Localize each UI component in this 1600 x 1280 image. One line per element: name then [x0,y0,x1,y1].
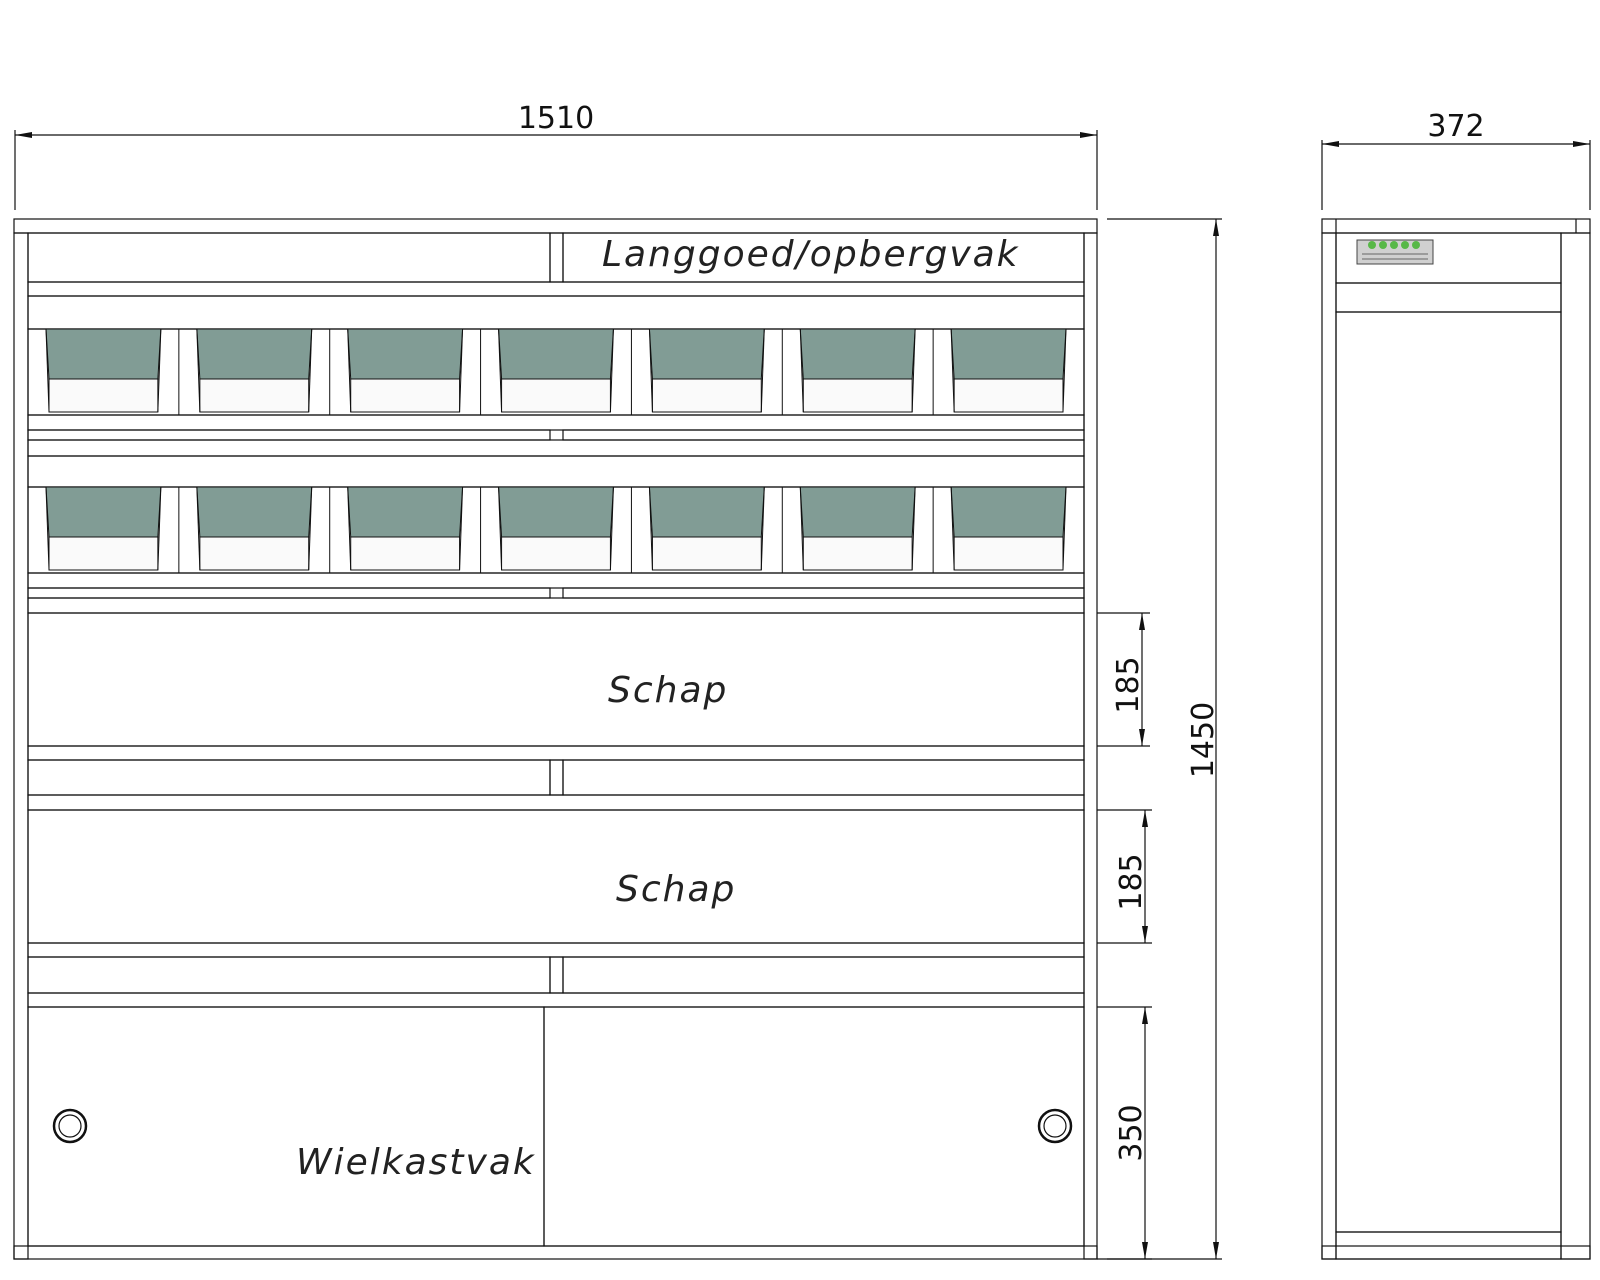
shelf-2-label: Schap [616,869,736,910]
storage-bin [329,486,464,573]
width-value: 1510 [518,101,594,136]
storage-bin [480,486,614,573]
side-cabinet [1321,218,1591,1260]
storage-bin [178,486,313,573]
shelf-2: Schap [27,809,1085,1008]
shelf-2-dimension: 185 [1097,809,1152,944]
storage-bin [27,328,162,415]
storage-bin [27,486,162,573]
front-cabinet: Langgoed/opbergvak Schap [13,218,1098,1260]
shelf-1: Schap [27,612,1085,811]
height-value: 1450 [1186,702,1221,778]
shelf-1-dimension: 185 [1097,612,1150,747]
shelf-1-label: Schap [608,670,728,711]
brand-logo [1356,239,1434,265]
top-compartment-label: Langgoed/opbergvak [602,234,1020,275]
storage-bin [932,486,1067,573]
storage-bin [480,328,614,415]
depth-dimension: 372 [1321,109,1591,210]
wheel-compartment-label: Wielkastvak [296,1142,536,1183]
width-dimension: 1510 [14,101,1098,210]
storage-bin [178,328,313,415]
storage-bin [630,328,765,415]
storage-bin [781,486,916,573]
wheel-compartment: Wielkastvak [27,1006,1085,1247]
wheel-height-value: 350 [1114,1104,1149,1161]
depth-value: 372 [1427,109,1484,144]
right-handle-icon [1037,1108,1073,1144]
storage-bin [781,328,916,415]
bin-row-1 [27,295,1085,457]
storage-bin [932,328,1067,415]
storage-bin [630,486,765,573]
shelf-2-height-value: 185 [1114,853,1149,910]
height-dimension: 1450 [1107,218,1222,1260]
top-compartment: Langgoed/opbergvak [27,232,1085,297]
left-handle-icon [52,1108,88,1144]
shelf-1-height-value: 185 [1111,656,1146,713]
storage-bin [329,328,464,415]
wheel-dimension: 350 [1097,1006,1152,1260]
bin-row-2 [27,455,1085,614]
